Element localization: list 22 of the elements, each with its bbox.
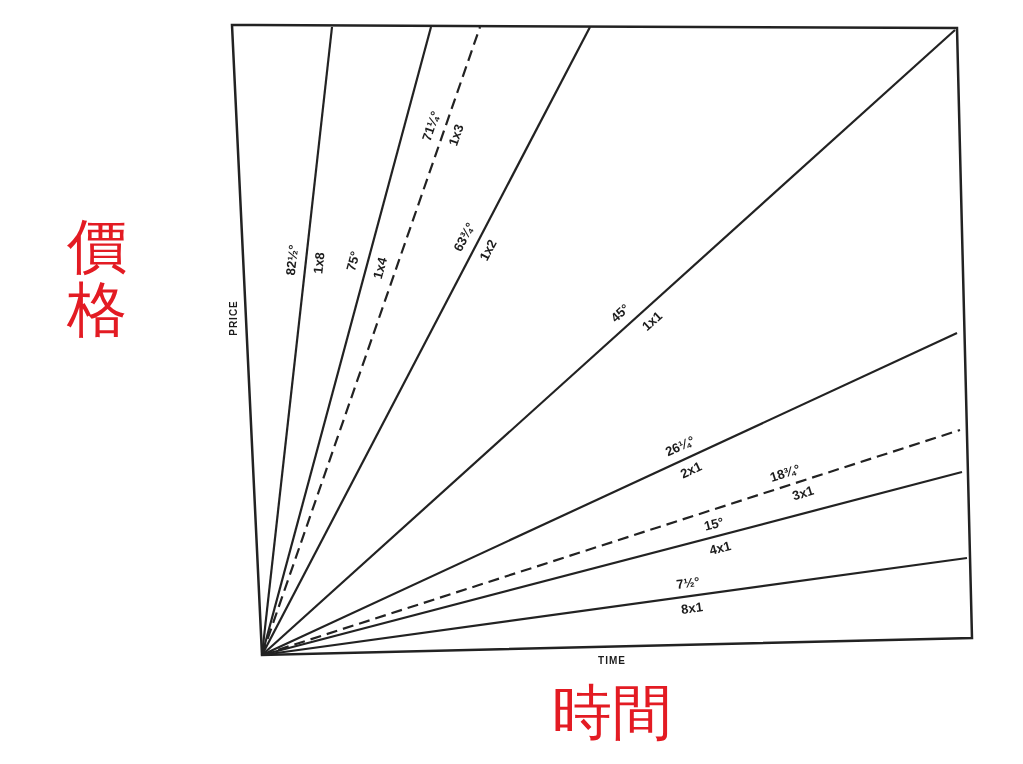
ratio-label: 1x1 (639, 308, 665, 333)
ratio-label: 1x3 (446, 122, 466, 148)
ratio-label: 3x1 (790, 483, 816, 503)
angle-label: 15° (702, 515, 726, 534)
ratio-label: 4x1 (707, 538, 733, 557)
axis-title: 價格 (67, 215, 127, 341)
angle-label: 7½° (675, 575, 701, 592)
angle-label: 63¾° (451, 220, 478, 254)
angle-label: 75° (344, 250, 363, 273)
angle-label: 45° (608, 301, 632, 325)
angle-label: 18¾° (768, 461, 802, 484)
angle-label: 26¼° (663, 433, 697, 459)
ratio-label: 1x4 (370, 256, 389, 281)
axis-label: PRICE (229, 300, 239, 336)
angle-label: 71¼° (419, 109, 442, 143)
ratio-label: 8x1 (679, 600, 704, 616)
axis-label: TIME (598, 656, 626, 666)
axis-title: 時間 (552, 682, 672, 742)
ratio-label: 1x8 (311, 251, 327, 275)
ratio-label: 2x1 (678, 459, 704, 481)
ratio-label: 1x2 (477, 237, 500, 263)
angle-label: 82½° (283, 244, 301, 277)
